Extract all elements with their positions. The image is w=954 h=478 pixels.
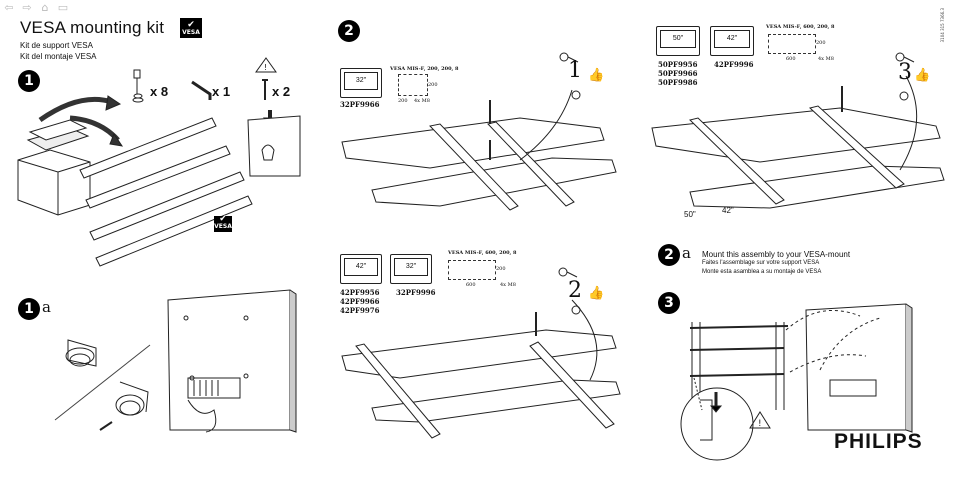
vesa-spec-label: VESA MIS-F, 600, 200, 8 — [448, 250, 517, 256]
key-qty: x 1 — [212, 84, 231, 99]
tv-icon-32b: 32" — [390, 254, 432, 284]
step-1-marker: 1 — [18, 70, 40, 92]
step-1a-marker: 1 — [18, 298, 40, 320]
instruction-es: Monte esta asamblea a su montaje de VESA — [702, 269, 822, 275]
badge-small-text: VESA — [214, 223, 232, 230]
dim-w: 600 — [466, 282, 476, 288]
size-label-50: 50" — [684, 210, 696, 219]
checkmark-icon: ✔ — [187, 20, 195, 30]
tv-size-label: 32" — [344, 72, 378, 90]
kit-box-illustration — [17, 119, 91, 216]
screw-spec: 4x M8 — [818, 56, 834, 62]
vesa-spec-label: VESA MIS-F, 600, 200, 8 — [766, 24, 835, 30]
tv-icon-50: 50" — [656, 26, 700, 56]
instruction-en: Mount this assembly to your VESA-mount — [702, 250, 851, 259]
thumbs-up-icon: 👍 — [588, 286, 605, 301]
dim-w: 600 — [786, 56, 796, 62]
model-item: 42PF9976 — [340, 306, 380, 315]
step-1a-suffix: a — [42, 298, 51, 316]
step-2a-marker: 2 — [658, 244, 680, 266]
step-2a-text: Mount this assembly to your VESA-mount F… — [702, 250, 850, 277]
checkmark-icon: ✔ — [219, 214, 227, 224]
dim-h: 200 — [816, 40, 826, 46]
thumbs-up-icon: 👍 — [914, 68, 931, 83]
callout-number-1: 1 — [568, 58, 582, 83]
instruction-fr: Faites l'assemblage sur votre support VE… — [702, 260, 820, 266]
dim-h: 200 — [496, 266, 506, 272]
callout-number-2: 2 — [568, 278, 582, 303]
model-list-42: 42PF9956 42PF9966 42PF9976 — [340, 288, 379, 315]
hole-pattern-box — [448, 260, 496, 280]
vesa-logo-small: ✔ VESA — [214, 214, 232, 232]
size-label-42: 42" — [722, 206, 734, 215]
callout-number-3: 3 — [898, 60, 912, 85]
step-2-marker: 2 — [338, 20, 360, 42]
tv-icon-32: 32" — [340, 68, 382, 98]
tv-back-illustration — [167, 289, 297, 433]
screws-icon — [132, 69, 144, 103]
cable-clip-illustration — [65, 339, 149, 431]
tv-icon-42: 42" — [340, 254, 382, 284]
model-list-50: 50PF9956 50PF9966 50PF9986 — [658, 60, 697, 87]
hole-pattern-box — [768, 34, 816, 54]
mounting-rails-step1 — [79, 117, 253, 267]
subtitle-es: Kit del montaje VESA — [20, 52, 97, 61]
svg-text:!: ! — [758, 419, 762, 429]
svg-text:!: ! — [264, 63, 267, 72]
forward-arrow-icon[interactable]: ⇨ — [22, 1, 32, 14]
model-list-42b: 42PF9996 — [714, 60, 753, 69]
rail-assembly-32 — [341, 89, 617, 211]
back-arrow-icon[interactable]: ⇦ — [4, 1, 14, 14]
dim-w: 200 — [398, 98, 408, 104]
model-list-32: 32PF9966 — [340, 100, 379, 109]
model-item: 50PF9966 — [658, 69, 698, 78]
screw-spec: 4x M8 — [500, 282, 516, 288]
tv-size-label: 32" — [394, 258, 428, 276]
dim-h: 200 — [428, 82, 438, 88]
model-item: 32PF9996 — [396, 288, 436, 297]
model-item: 32PF9966 — [340, 100, 380, 109]
tv-size-label: 42" — [344, 258, 378, 276]
rail-assembly-42 — [341, 299, 621, 439]
screw-spec: 4x M8 — [414, 98, 430, 104]
screws-qty: x 8 — [150, 84, 169, 99]
viewer-nav: ⇦ ⇨ ⌂ ▭ — [2, 2, 70, 14]
wall-mount-illustration: ! — [680, 303, 913, 461]
philips-logo: PHILIPS — [834, 430, 923, 453]
vesa-spec-label: VESA MIS-F, 200, 200, 8 — [390, 66, 459, 72]
subtitle-fr: Kit de support VESA — [20, 41, 93, 50]
document-code: 3104 315 7366.3 — [940, 8, 945, 43]
warning-triangle-icon — [255, 57, 277, 73]
model-item: 50PF9956 — [658, 60, 698, 69]
rail-assembly-50 — [651, 75, 945, 209]
model-list-32b: 32PF9996 — [396, 288, 435, 297]
step-3-marker: 3 — [658, 292, 680, 314]
bolt-qty: x 2 — [272, 84, 291, 99]
hex-key-icon — [191, 80, 212, 100]
model-item: 42PF9966 — [340, 297, 380, 306]
title-text: VESA mounting kit — [20, 18, 165, 37]
insert-arrow-icon — [38, 96, 113, 123]
page-title: VESA mounting kit — [20, 18, 164, 38]
tv-size-label: 42" — [714, 30, 750, 48]
badge-text: VESA — [182, 29, 200, 36]
step-2a-suffix: a — [682, 244, 691, 262]
model-item: 42PF9996 — [714, 60, 754, 69]
document-icon[interactable]: ▭ — [57, 1, 69, 14]
model-item: 42PF9956 — [340, 288, 380, 297]
model-item: 50PF9986 — [658, 78, 698, 87]
thumbs-up-icon: 👍 — [588, 68, 605, 83]
home-icon[interactable]: ⌂ — [41, 1, 49, 14]
hole-pattern-box — [398, 74, 428, 96]
vesa-logo-badge: ✔ VESA — [180, 18, 202, 38]
tv-icon-42b: 42" — [710, 26, 754, 56]
tv-size-label: 50" — [660, 30, 696, 48]
subtitles: Kit de support VESA Kit del montaje VESA — [20, 40, 96, 62]
bolt-icon — [262, 79, 268, 100]
